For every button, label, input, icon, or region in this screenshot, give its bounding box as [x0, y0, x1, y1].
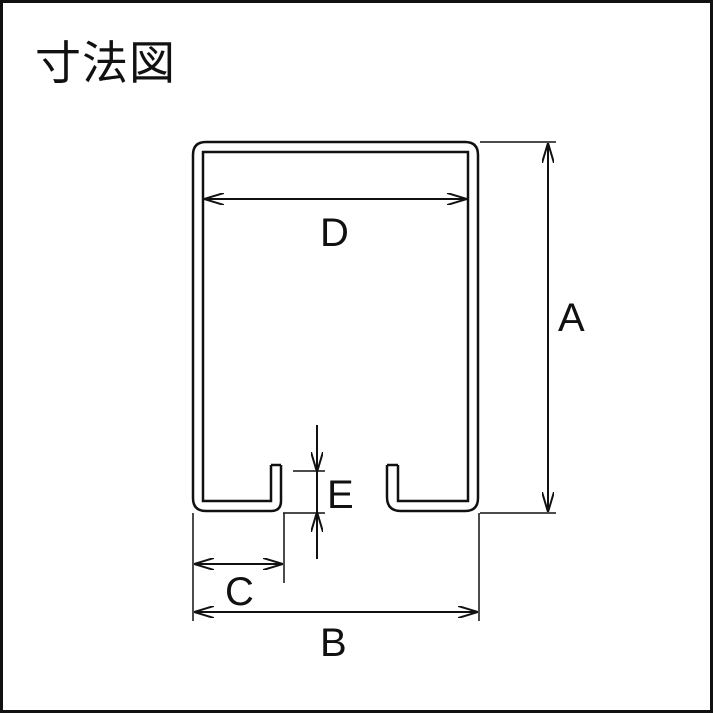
dim-a-label: A [558, 296, 585, 340]
dim-c-label: C [225, 570, 254, 614]
diagram-title: 寸法図 [35, 36, 176, 90]
c-channel-drawing: D A E C B [191, 140, 585, 665]
dim-d-label: D [320, 211, 349, 255]
dim-e-label: E [327, 473, 354, 517]
dim-b-label: B [320, 621, 347, 665]
profile-inner [201, 150, 470, 503]
profile-outer [191, 140, 480, 513]
